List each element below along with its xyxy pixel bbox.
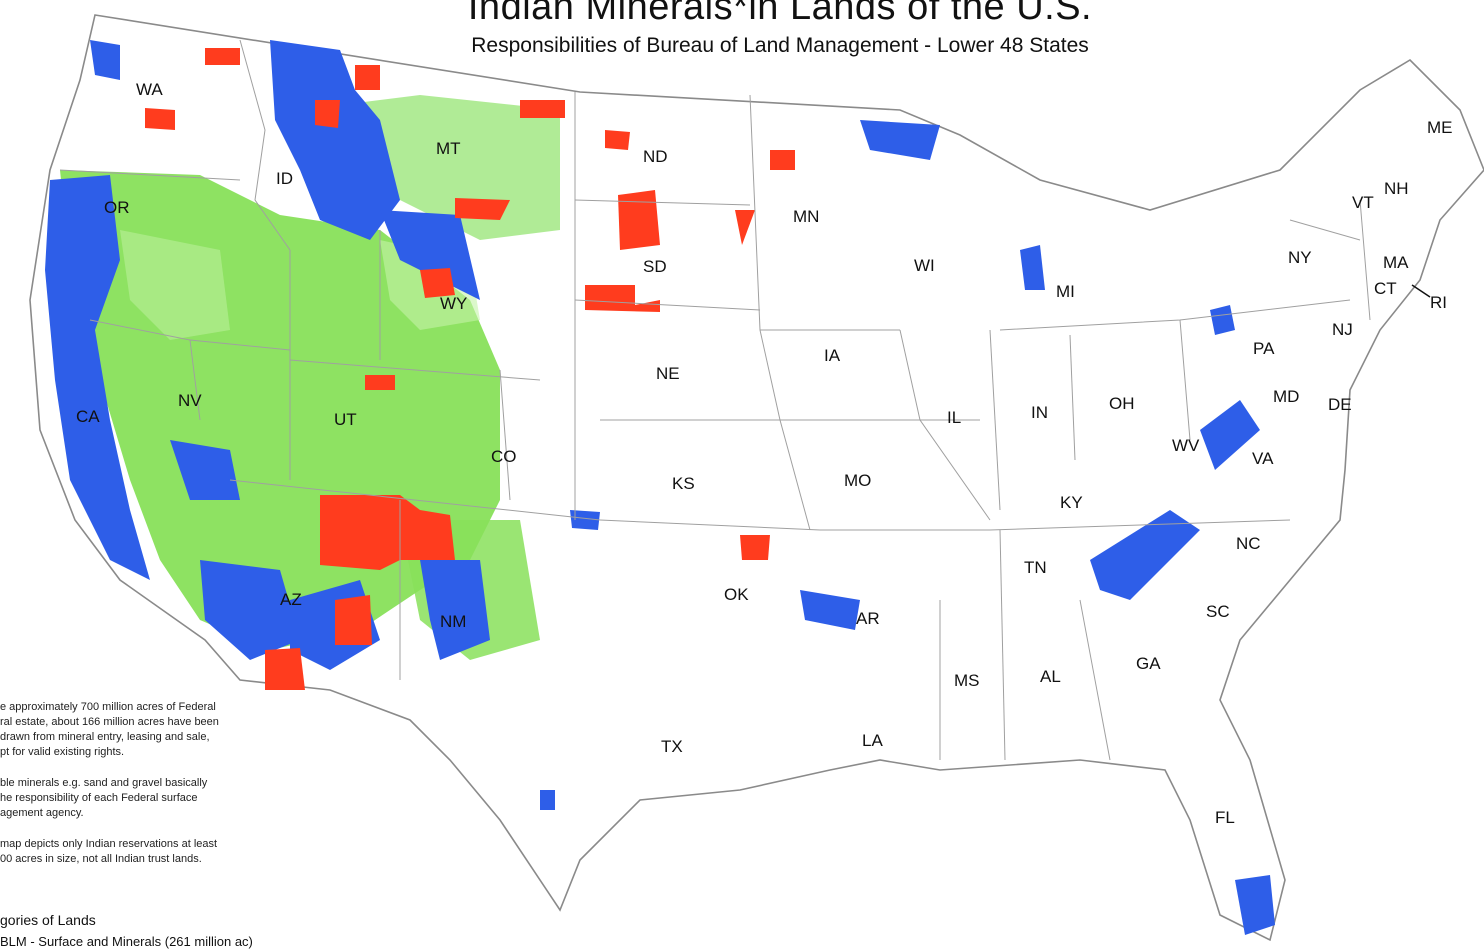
state-label-ne: NE: [656, 364, 680, 383]
state-label-sc: SC: [1206, 602, 1230, 621]
state-label-tx: TX: [661, 737, 683, 756]
state-label-ia: IA: [824, 346, 841, 365]
state-label-sd: SD: [643, 257, 667, 276]
state-label-nh: NH: [1384, 179, 1409, 198]
state-label-or: OR: [104, 198, 130, 217]
map-title: Indian Minerals*in Lands of the U.S.: [467, 0, 1093, 28]
state-label-vt: VT: [1352, 193, 1374, 212]
state-label-mt: MT: [436, 139, 461, 158]
state-label-pa: PA: [1253, 339, 1275, 358]
state-label-fl: FL: [1215, 808, 1235, 827]
state-labels: WA OR CA ID NV MT WY UT CO AZ NM ND SD N…: [76, 80, 1453, 827]
state-label-co: CO: [491, 447, 517, 466]
note-indian-reservations: map depicts only Indian reservations at …: [0, 838, 218, 865]
state-label-tn: TN: [1024, 558, 1047, 577]
state-label-ky: KY: [1060, 493, 1083, 512]
state-label-wa: WA: [136, 80, 163, 99]
state-label-md: MD: [1273, 387, 1299, 406]
state-label-ny: NY: [1288, 248, 1312, 267]
state-label-ri: RI: [1430, 293, 1447, 312]
state-label-ut: UT: [334, 410, 357, 429]
state-label-nc: NC: [1236, 534, 1261, 553]
map-subtitle: Responsibilities of Bureau of Land Manag…: [471, 34, 1089, 57]
state-label-la: LA: [862, 731, 883, 750]
state-borders: [59, 39, 1371, 761]
state-label-me: ME: [1427, 118, 1453, 137]
legend-title: gories of Lands: [0, 912, 96, 928]
state-label-ct: CT: [1374, 279, 1397, 298]
state-label-mo: MO: [844, 471, 871, 490]
state-label-nj: NJ: [1332, 320, 1353, 339]
state-label-az: AZ: [280, 590, 302, 609]
ri-leader-line: [1411, 284, 1431, 298]
state-label-nd: ND: [643, 147, 668, 166]
state-label-id: ID: [276, 169, 293, 188]
note-federal-mineral-estate: e approximately 700 million acres of Fed…: [0, 701, 219, 758]
state-label-wv: WV: [1172, 436, 1200, 455]
state-label-va: VA: [1252, 449, 1274, 468]
state-label-ar: AR: [856, 609, 880, 628]
state-label-ga: GA: [1136, 654, 1161, 673]
note-saleable-minerals: ble minerals e.g. sand and gravel basica…: [0, 777, 208, 819]
state-label-il: IL: [947, 408, 961, 427]
legend-item-blm-surface-minerals: BLM - Surface and Minerals (261 million …: [0, 934, 253, 949]
state-label-ca: CA: [76, 407, 100, 426]
state-label-de: DE: [1328, 395, 1352, 414]
state-label-wy: WY: [440, 294, 467, 313]
state-label-mi: MI: [1056, 282, 1075, 301]
state-label-ks: KS: [672, 474, 695, 493]
state-label-wi: WI: [914, 256, 935, 275]
state-label-nv: NV: [178, 391, 202, 410]
state-label-ma: MA: [1383, 253, 1409, 272]
indian-lands: [145, 48, 795, 690]
state-label-mn: MN: [793, 207, 819, 226]
state-label-ok: OK: [724, 585, 749, 604]
state-label-oh: OH: [1109, 394, 1135, 413]
state-label-in: IN: [1031, 403, 1048, 422]
state-label-ms: MS: [954, 671, 980, 690]
map-notes: e approximately 700 million acres of Fed…: [0, 700, 290, 883]
state-label-nm: NM: [440, 612, 466, 631]
state-label-al: AL: [1040, 667, 1061, 686]
